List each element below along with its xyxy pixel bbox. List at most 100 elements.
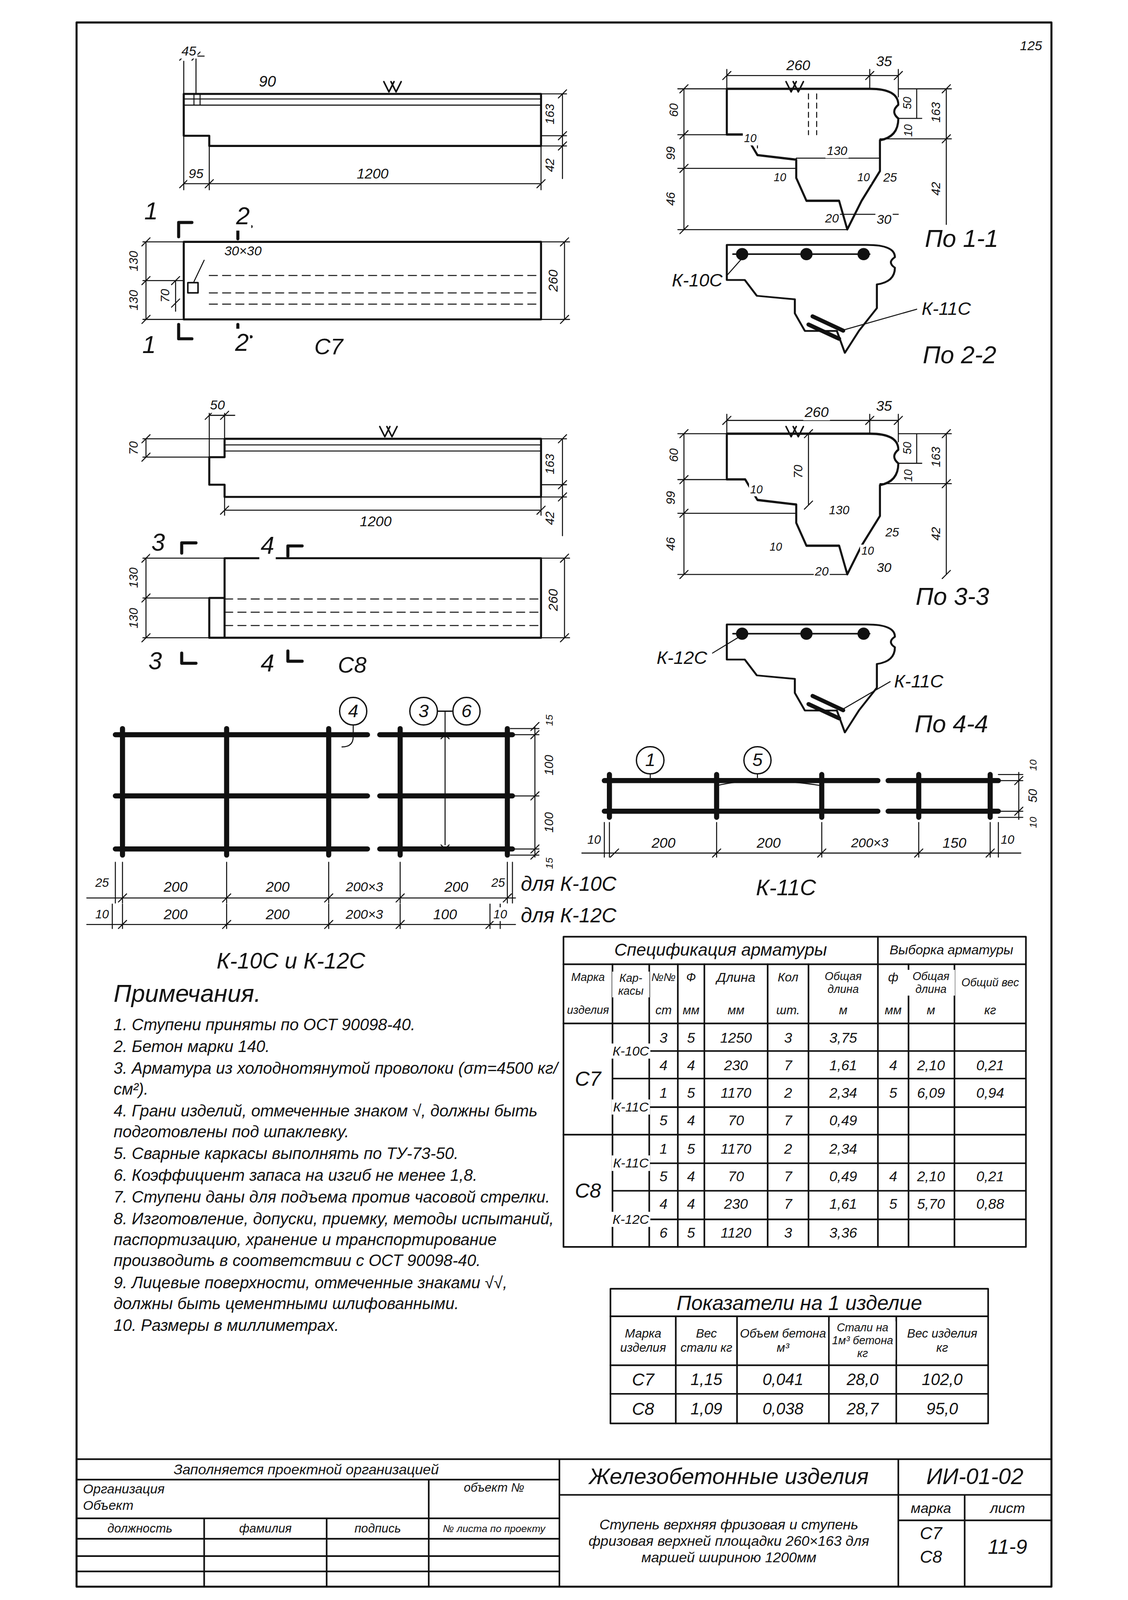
dimension-lines xyxy=(677,69,952,234)
drawing-label: 4 xyxy=(685,1196,697,1213)
drawing-label: 1 xyxy=(143,197,160,226)
drawing-label: 1250 xyxy=(718,1029,754,1047)
step-c8-elevation xyxy=(209,438,542,498)
dimension-lines xyxy=(581,822,1021,858)
drawing-label: 2 xyxy=(782,1141,794,1158)
drawing-label: 200 xyxy=(264,906,291,923)
drawing-label: 60 xyxy=(666,102,682,119)
drawing-label: 260 xyxy=(785,57,812,74)
step-c7-plan xyxy=(178,222,252,339)
dimension-lines xyxy=(342,711,450,850)
drawing-label: 6 xyxy=(658,1224,670,1242)
drawing-label: 10 xyxy=(860,544,876,558)
drawing-label: мм xyxy=(726,1003,746,1018)
drawing-label: По 3-3 xyxy=(914,582,991,611)
callout-link-line xyxy=(438,710,453,713)
drawing-label: м xyxy=(925,1003,937,1018)
dimension-lines xyxy=(677,414,952,579)
callout-number: 3 xyxy=(418,702,429,721)
drawing-label: 7 xyxy=(782,1057,794,1074)
drawing-label: Организация xyxy=(81,1482,167,1498)
drawing-label: 200 xyxy=(162,878,189,896)
step-c8-elevation xyxy=(224,445,542,452)
section-profile xyxy=(726,624,895,733)
drawing-label: 2,34 xyxy=(828,1084,859,1102)
drawing-label: 25 xyxy=(93,876,111,891)
drawing-label: 30×30 xyxy=(223,243,264,259)
drawing-label: 163 xyxy=(543,102,558,126)
section-profile xyxy=(726,88,899,230)
drawing-label: 25 xyxy=(881,170,899,185)
drawing-label: К-12С xyxy=(655,647,709,670)
dimension-lines xyxy=(141,237,184,324)
dimension-lines xyxy=(998,772,1023,820)
drawing-label: 230 xyxy=(722,1196,750,1213)
drawing-label: 3 xyxy=(782,1029,794,1047)
callout-circle: 1 xyxy=(635,746,665,775)
dimension-lines xyxy=(220,497,546,516)
drawing-label: изделия xyxy=(565,1004,611,1017)
drawing-label: 2 xyxy=(233,328,251,357)
drawing-label: С8 xyxy=(573,1179,603,1204)
note-text: 5. Сварные каркасы выполнять по ТУ-73-50… xyxy=(112,1143,562,1165)
dimension-lines xyxy=(804,429,813,510)
drawing-label: 42 xyxy=(928,525,944,543)
note-text: 8. Изготовление, допуски, приемку, метод… xyxy=(112,1208,562,1272)
dimension-lines xyxy=(510,722,539,860)
dimension-lines xyxy=(141,48,570,324)
drawing-label: С7 xyxy=(313,334,345,360)
drawing-label: 35 xyxy=(874,52,894,70)
drawing-label: должность xyxy=(106,1522,174,1537)
drawing-label: 28,7 xyxy=(845,1400,881,1419)
table-grid xyxy=(610,1289,989,1424)
drawing-label: 3,36 xyxy=(828,1224,859,1242)
drawing-label: 5 xyxy=(685,1029,697,1047)
drawing-label: 6,09 xyxy=(915,1084,947,1102)
dimension-lines xyxy=(581,772,1024,858)
dimension-lines xyxy=(757,134,899,215)
drawing-label: 10 xyxy=(585,833,603,848)
mesh-k10c-k12c xyxy=(115,729,513,856)
drawing-label: 4 xyxy=(685,1168,697,1186)
drawing-label: 130 xyxy=(126,606,141,630)
drawing-label: 10 xyxy=(768,540,784,554)
drawing-label: К-11С xyxy=(920,298,973,320)
section-profile xyxy=(712,624,895,733)
dimension-lines xyxy=(677,414,952,579)
drawing-label: 1200 xyxy=(355,165,391,182)
drawing-label: ф xyxy=(886,970,900,985)
drawing-label: 46 xyxy=(663,191,678,208)
drawing-label: 30 xyxy=(875,559,893,575)
callout-number: 1 xyxy=(645,751,656,770)
drawing-label: 2 xyxy=(235,202,252,231)
drawing-label: объект № xyxy=(462,1481,526,1496)
drawing-label: 2,10 xyxy=(915,1168,947,1186)
drawing-label: 42 xyxy=(928,180,944,198)
drawing-label: К-10С xyxy=(611,1043,651,1059)
note-text: 4. Грани изделий, отмеченные знаком √, д… xyxy=(112,1100,562,1143)
drawing-label: 200 xyxy=(264,878,291,896)
drawing-label: Примечания. xyxy=(112,980,422,1009)
drawing-label: 5 xyxy=(888,1084,899,1102)
step-c7-plan xyxy=(187,282,199,294)
drawing-label: По 4-4 xyxy=(913,710,990,739)
drawing-label: 4 xyxy=(888,1057,899,1074)
drawing-label: К-11С xyxy=(611,1155,650,1172)
section-profile xyxy=(808,93,817,135)
drawing-label: 0,21 xyxy=(975,1057,1006,1074)
drawing-label: 163 xyxy=(543,452,558,476)
drawing-label: Длина xyxy=(715,970,758,986)
drawing-label: 70 xyxy=(158,287,173,305)
drawing-label: 95 xyxy=(187,165,205,181)
drawing-label: для К-10С xyxy=(519,872,618,896)
drawing-label: 130 xyxy=(827,503,851,518)
callout-number: 5 xyxy=(752,751,763,770)
drawing-label: К-11С xyxy=(611,1100,650,1116)
step-c8-plan xyxy=(181,542,303,664)
dimension-lines xyxy=(541,434,567,536)
drawing-label: К-10С xyxy=(670,270,724,292)
drawing-label: 200 xyxy=(442,878,470,896)
drawing-label: 260 xyxy=(803,404,830,421)
drawing-label: 130 xyxy=(126,249,141,273)
drawing-label: 30 xyxy=(875,211,893,228)
